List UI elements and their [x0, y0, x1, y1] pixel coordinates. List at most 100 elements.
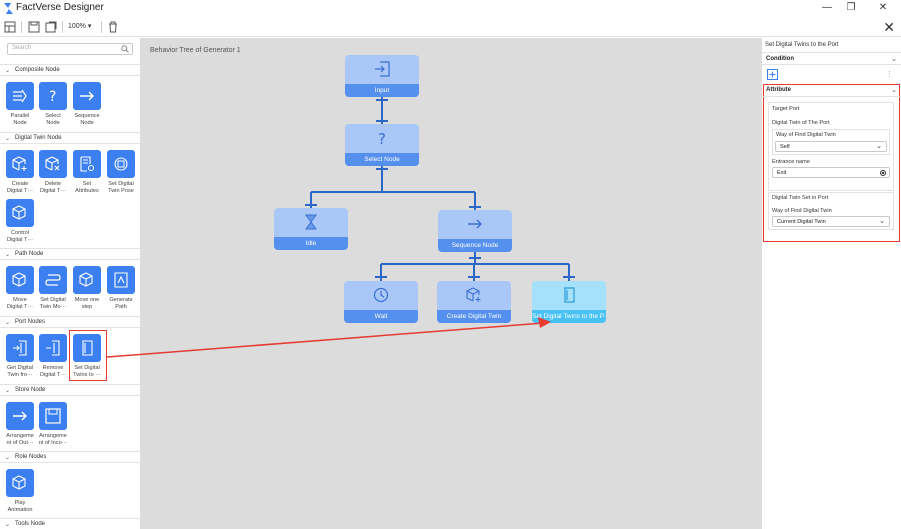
node-input[interactable]: Input [345, 55, 419, 97]
route-icon [45, 274, 61, 286]
cube-move-icon [12, 272, 26, 287]
node-label: Sequence Node [438, 239, 512, 252]
section-port-nodes[interactable]: ⌄ Port Nodes [0, 316, 140, 328]
chevron-down-icon: ⌄ [5, 68, 11, 74]
way-find-select-1[interactable]: Self⌄ [775, 141, 887, 152]
search-input[interactable]: Search [7, 43, 133, 55]
node-label: Wait [344, 310, 418, 323]
app-title: FactVerse Designer [16, 2, 104, 13]
svg-text:?: ? [49, 89, 56, 104]
target-port-group [768, 102, 894, 191]
door-set-icon [82, 340, 93, 356]
minimize-icon[interactable]: — [822, 2, 832, 13]
way-find-label-2: Way of Find Digital Twin [772, 208, 832, 214]
node-label: Input [345, 84, 419, 97]
more-icon[interactable]: ⋮ [886, 71, 893, 78]
section-role-nodes[interactable]: ⌄ Role Nodes [0, 451, 140, 463]
zoom-select[interactable]: 100% ▾ [68, 23, 92, 30]
section-label: Digital Twin Node [15, 135, 62, 141]
door-exit-icon [46, 340, 60, 356]
door-enter-icon [13, 340, 27, 356]
cube-add-icon [466, 287, 481, 302]
node-label: Create Digital Twin [437, 310, 511, 323]
node-wait[interactable]: Wait [344, 281, 418, 323]
chevron-down-icon: ⌄ [5, 455, 11, 461]
highlight-box-attribute [763, 84, 900, 242]
restore-icon[interactable]: ❐ [846, 2, 856, 13]
search-placeholder: Search [12, 45, 32, 51]
node-set-digital-twins-to-port[interactable]: Set Digital Twins to the P··· [532, 281, 606, 323]
properties-panel: Set Digital Twins to the Port Condition … [761, 38, 901, 529]
section-composite-node[interactable]: ⌄ Composite Node [0, 64, 140, 76]
properties-title: Set Digital Twins to the Port [765, 42, 839, 48]
hourglass-icon [305, 214, 317, 230]
login-icon [375, 61, 390, 77]
highlight-box-tile [69, 330, 107, 381]
way-find-group-1 [772, 129, 890, 155]
tree-connectors [305, 97, 575, 281]
add-condition-icon[interactable] [767, 69, 778, 80]
section-path-node[interactable]: ⌄ Path Node [0, 248, 140, 260]
section-label: Path Node [15, 251, 44, 257]
target-port-label: Target Port [772, 106, 800, 112]
node-create-digital-twin[interactable]: Create Digital Twin [437, 281, 511, 323]
generate-path-icon [114, 272, 128, 288]
node-select[interactable]: ? Select Node [345, 124, 419, 166]
node-label: Idle [274, 237, 348, 250]
section-attribute[interactable]: Attribute ⌄ [762, 84, 901, 97]
behavior-tree-canvas[interactable]: Behavior Tree of Generator 1 Input [141, 38, 761, 529]
section-tools-node[interactable]: ⌄ Tools Node [0, 518, 140, 529]
section-label: Attribute [766, 87, 791, 93]
chevron-down-icon: ⌄ [5, 252, 11, 258]
chevron-down-icon: ⌄ [876, 143, 882, 150]
entrance-name-field[interactable]: Exit [772, 167, 890, 178]
close-editor-icon[interactable]: ✕ [883, 19, 895, 35]
toolbar-divider [21, 21, 22, 33]
chevron-down-icon: ⌄ [879, 218, 885, 225]
layout-icon[interactable] [4, 21, 16, 33]
cube-add-icon [12, 156, 27, 171]
way-find-select-2[interactable]: Current Digital Twin⌄ [772, 216, 890, 227]
save-as-icon[interactable] [45, 21, 57, 33]
save-icon[interactable] [28, 21, 40, 33]
section-digital-twin-node[interactable]: ⌄ Digital Twin Node [0, 132, 140, 144]
section-label: Port Nodes [15, 319, 46, 325]
window-close-icon[interactable]: ✕ [878, 2, 888, 13]
svg-text:?: ? [378, 130, 386, 146]
chevron-down-icon: ⌄ [5, 388, 11, 394]
node-sequence[interactable]: Sequence Node [438, 210, 512, 252]
document-gear-icon [80, 156, 94, 172]
trash-icon[interactable] [107, 21, 119, 33]
way-find-label-1: Way of Find Digital Twin [776, 132, 836, 138]
node-label: Select Node [345, 153, 419, 166]
node-idle[interactable]: Idle [274, 208, 348, 250]
toolbar-divider [62, 21, 63, 33]
section-condition[interactable]: Condition ⌄ [762, 52, 901, 65]
target-picker-icon[interactable] [880, 170, 886, 176]
cube-play-icon [12, 475, 26, 490]
arrow-right-icon [13, 411, 27, 421]
search-icon [121, 45, 129, 53]
chevron-down-icon: ⌄ [891, 87, 897, 94]
node-label: Set Digital Twins to the P··· [532, 310, 606, 323]
section-store-node[interactable]: ⌄ Store Node [0, 384, 140, 396]
